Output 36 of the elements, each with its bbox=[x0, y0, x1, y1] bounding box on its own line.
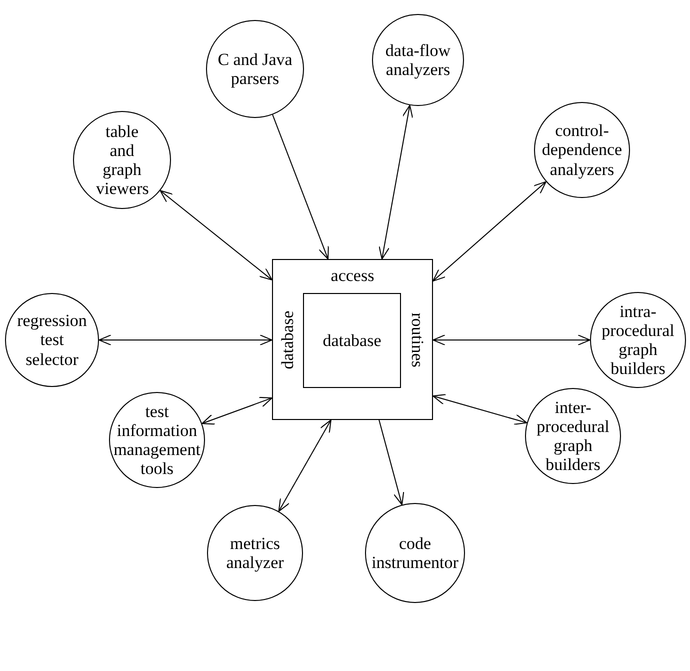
component-circle bbox=[109, 392, 205, 488]
component-circle bbox=[207, 505, 303, 601]
arrow bbox=[378, 104, 414, 260]
component-circle bbox=[525, 388, 621, 484]
arrow bbox=[378, 420, 404, 506]
component-label: inter- procedural graph builders bbox=[536, 398, 610, 474]
component-circle bbox=[206, 20, 304, 118]
box-label: database bbox=[322, 330, 382, 350]
component-circle bbox=[73, 111, 171, 209]
box-label: access bbox=[330, 266, 374, 286]
arrow bbox=[202, 396, 272, 425]
component-label: metrics analyzer bbox=[225, 534, 285, 572]
component-label: test information management tools bbox=[114, 402, 200, 478]
box-label: routines bbox=[407, 312, 427, 367]
component-label: table and graph viewers bbox=[96, 122, 148, 198]
component-label: control- dependence analyzers bbox=[541, 121, 623, 179]
component-circle bbox=[5, 293, 99, 387]
arrow bbox=[278, 420, 332, 512]
component-label: regression test selector bbox=[16, 311, 88, 369]
arrow bbox=[432, 181, 546, 282]
arrow bbox=[432, 334, 590, 346]
box-label: database bbox=[278, 310, 298, 369]
component-label: data-flow analyzers bbox=[384, 40, 452, 80]
component-label: code instrumentor bbox=[372, 534, 458, 572]
arrow bbox=[98, 334, 272, 346]
component-circle bbox=[372, 14, 464, 106]
database-box bbox=[303, 293, 401, 388]
component-circle bbox=[365, 503, 465, 603]
component-circle bbox=[534, 102, 630, 198]
component-label: C and Java parsers bbox=[216, 50, 294, 88]
arrow bbox=[272, 114, 329, 260]
arrow bbox=[432, 394, 528, 425]
arrow bbox=[160, 190, 272, 280]
component-label: intra- procedural graph builders bbox=[600, 302, 676, 378]
access-routines-box bbox=[272, 259, 433, 420]
component-circle bbox=[590, 292, 686, 388]
